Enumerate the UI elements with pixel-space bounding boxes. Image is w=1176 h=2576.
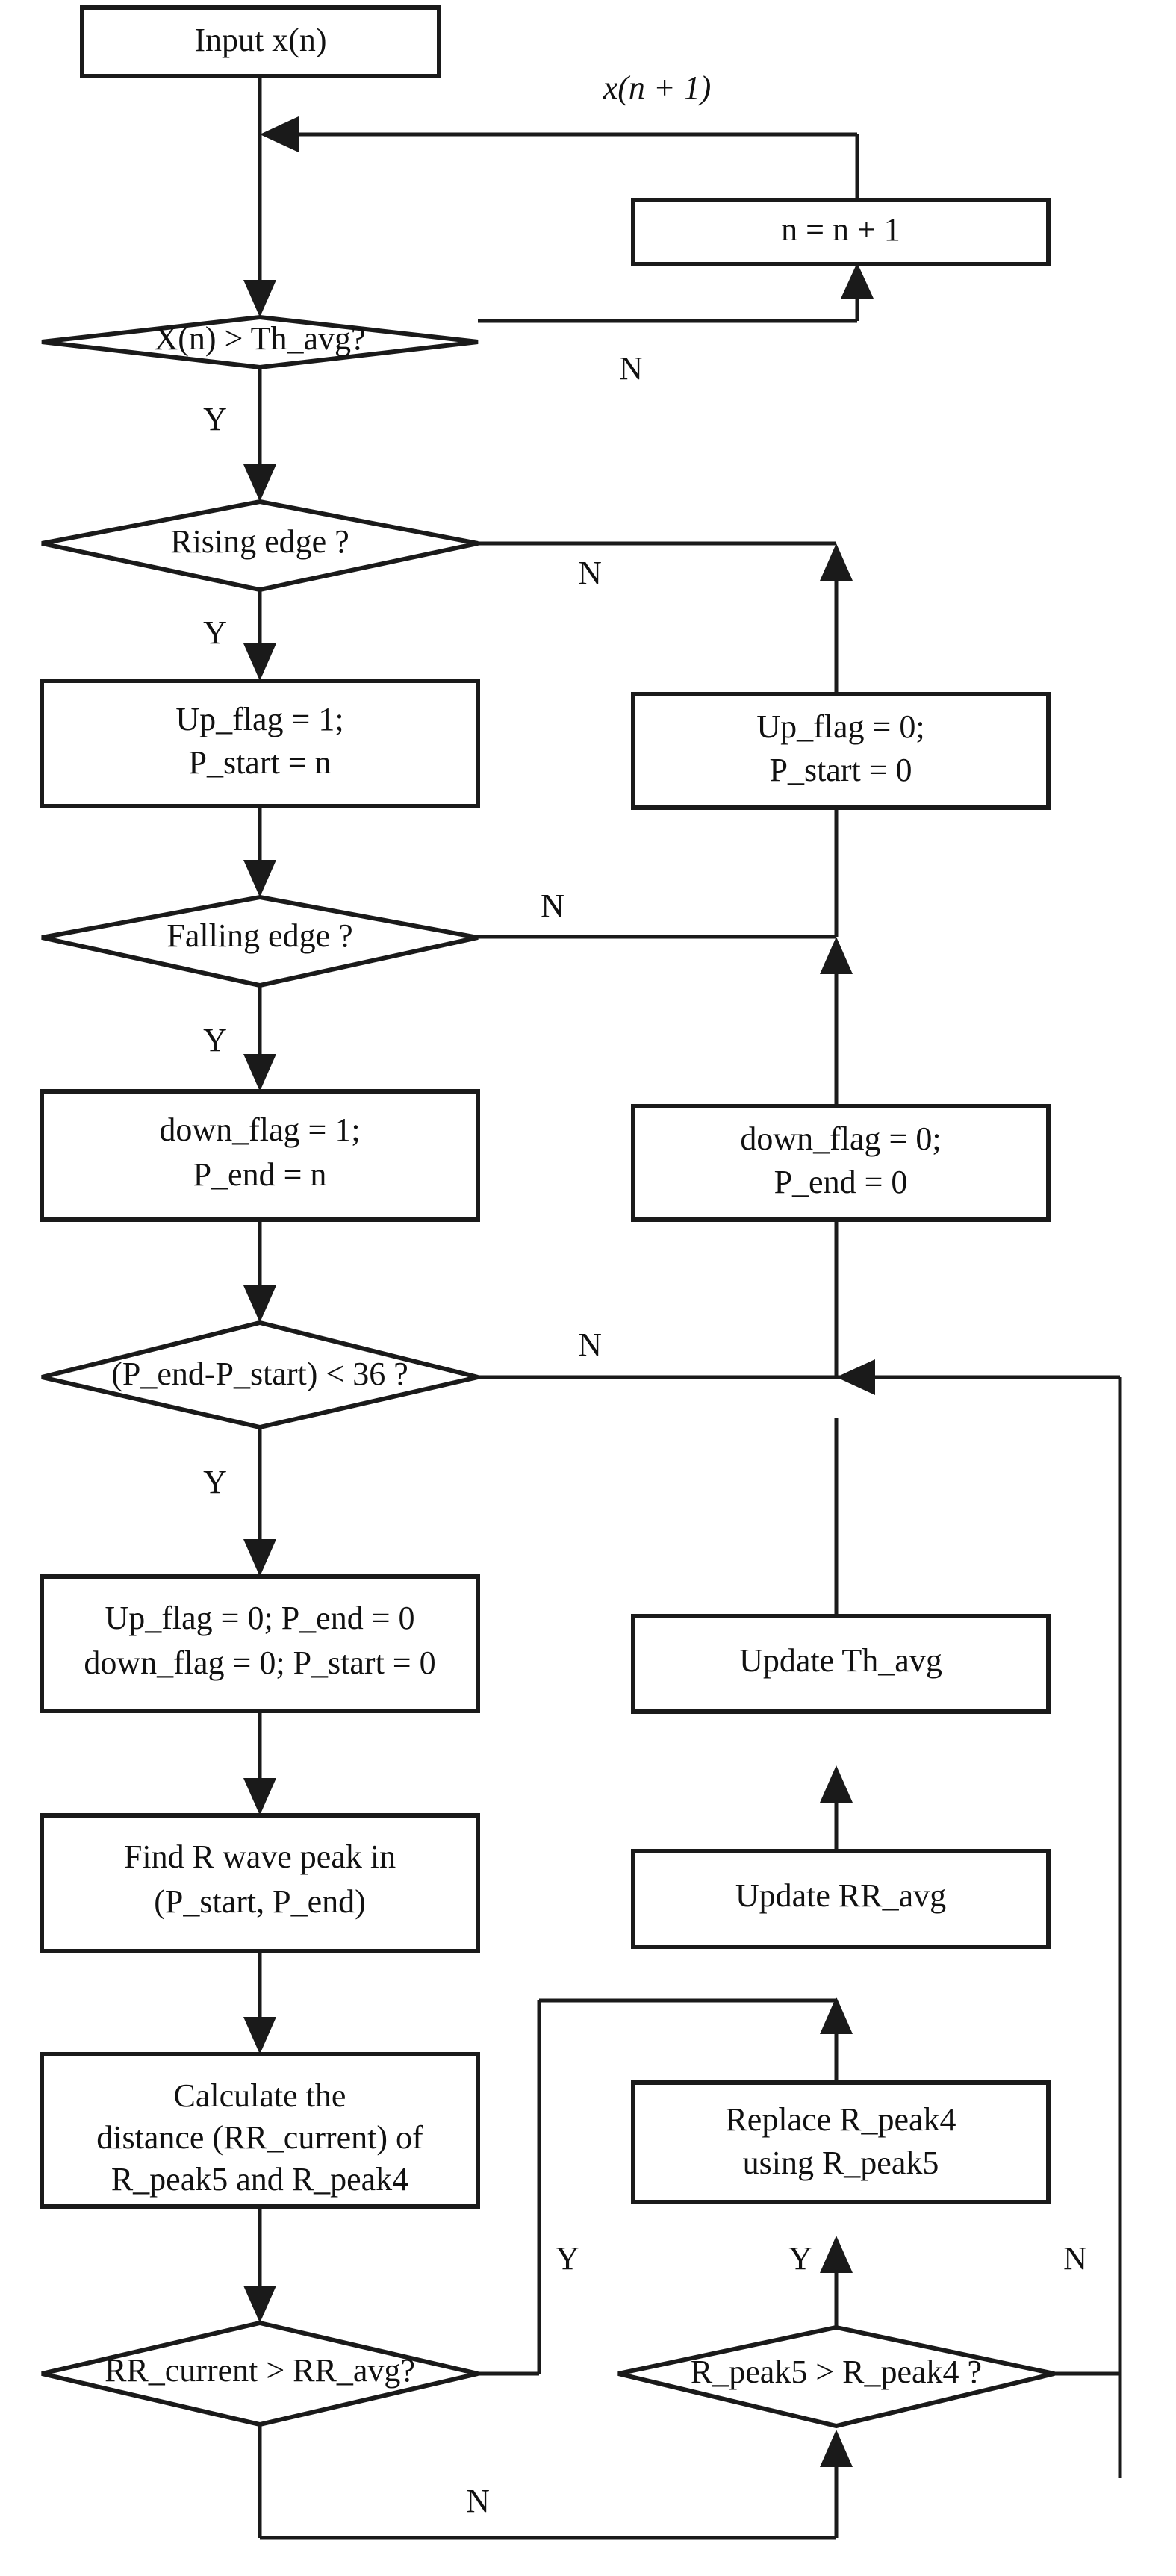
- label-rising-yes: Y: [203, 614, 227, 651]
- downflag-clear-line2: P_end = 0: [774, 1164, 908, 1200]
- node-decision-falling[interactable]: Falling edge ?: [41, 894, 479, 988]
- node-decision-peak[interactable]: R_peak5 > R_peak4 ?: [617, 2324, 1055, 2429]
- input-box[interactable]: [80, 5, 441, 78]
- arrowhead-width-to-reset: [243, 1539, 276, 1577]
- label-falling-yes: Y: [203, 1022, 227, 1058]
- label-width-no: N: [578, 1326, 602, 1363]
- downflag-clear-box[interactable]: [631, 1104, 1051, 1222]
- arrowhead-peak-bottom-merge: [820, 2430, 853, 2467]
- upflag-clear-line2: P_start = 0: [769, 752, 912, 788]
- node-update-th-avg[interactable]: Update Th_avg: [631, 1614, 1051, 1714]
- decision-peak-shape[interactable]: [617, 2324, 1055, 2429]
- downflag-set-line2: P_end = n: [193, 1156, 327, 1193]
- replace-peak-line2: using R_peak5: [743, 2145, 939, 2181]
- node-decision-rr[interactable]: RR_current > RR_avg?: [41, 2320, 479, 2427]
- calculate-line3: R_peak5 and R_peak4: [111, 2161, 408, 2198]
- decision-threshold-label: X(n) > Th_avg?: [154, 320, 365, 357]
- decision-rr-label: RR_current > RR_avg?: [105, 2352, 415, 2389]
- decision-falling-shape[interactable]: [41, 894, 479, 988]
- arrowhead-to-n-increment: [841, 263, 874, 299]
- arrowhead-downflag-clear-up: [820, 937, 853, 974]
- node-decision-rising[interactable]: Rising edge ?: [41, 499, 479, 593]
- n-increment-label: n = n + 1: [781, 211, 900, 248]
- update-th-avg-box[interactable]: [631, 1614, 1051, 1714]
- node-update-rr-avg[interactable]: Update RR_avg: [631, 1849, 1051, 1949]
- decision-rr-shape[interactable]: [41, 2320, 479, 2427]
- node-calculate-distance[interactable]: Calculate the distance (RR_current) of R…: [40, 2052, 480, 2209]
- arrowhead-findpeak-to-calc: [243, 2017, 276, 2054]
- find-peak-line2: (P_start, P_end): [154, 1883, 366, 1920]
- downflag-clear-line1: down_flag = 0;: [740, 1120, 941, 1157]
- label-rising-no: N: [578, 555, 602, 591]
- upflag-set-line1: Up_flag = 1;: [175, 701, 343, 737]
- node-decision-width[interactable]: (P_end-P_start) < 36 ?: [41, 1320, 479, 1430]
- node-upflag-set[interactable]: Up_flag = 1; P_start = n: [40, 679, 480, 808]
- replace-peak-line1: Replace R_peak4: [725, 2101, 956, 2138]
- update-th-avg-label: Update Th_avg: [739, 1642, 942, 1679]
- arrowhead-downflag-to-width: [243, 1285, 276, 1323]
- arrowhead-rising-to-upflag-set: [243, 643, 276, 681]
- downflag-set-line1: down_flag = 1;: [159, 1111, 360, 1148]
- decision-rising-shape[interactable]: [41, 499, 479, 593]
- label-width-yes: Y: [203, 1464, 227, 1500]
- replace-peak-box[interactable]: [631, 2080, 1051, 2204]
- arrowhead-feedback-to-spine: [260, 116, 299, 152]
- connectors: [243, 75, 1122, 2540]
- reset-flags-box[interactable]: [40, 1574, 480, 1713]
- label-falling-no: N: [541, 888, 564, 924]
- label-threshold-no: N: [619, 350, 643, 387]
- arrowhead-replace-to-update-rr: [820, 1997, 853, 2034]
- node-input[interactable]: Input x(n): [80, 5, 441, 78]
- upflag-clear-box[interactable]: [631, 692, 1051, 810]
- find-peak-line1: Find R wave peak in: [124, 1839, 396, 1875]
- calculate-line2: distance (RR_current) of: [96, 2119, 423, 2156]
- label-rr-yes: Y: [556, 2240, 579, 2277]
- decision-threshold-shape[interactable]: [41, 314, 479, 370]
- node-n-increment[interactable]: n = n + 1: [631, 198, 1051, 266]
- input-label: Input x(n): [194, 22, 326, 58]
- update-rr-avg-box[interactable]: [631, 1849, 1051, 1949]
- arrowhead-falling-to-downflag-set: [243, 1054, 276, 1091]
- arrowhead-updaterr-to-updateth: [820, 1765, 853, 1803]
- arrowhead-width-no-left: [836, 1359, 875, 1395]
- node-replace-peak[interactable]: Replace R_peak4 using R_peak5: [631, 2080, 1051, 2204]
- label-feedback-top: x(n + 1): [603, 69, 712, 106]
- arrowhead-peak-to-replace: [820, 2236, 853, 2273]
- decision-peak-label: R_peak5 > R_peak4 ?: [691, 2354, 982, 2390]
- label-threshold-yes: Y: [203, 401, 227, 437]
- upflag-set-box[interactable]: [40, 679, 480, 808]
- arrowhead-calc-to-rr: [243, 2286, 276, 2323]
- node-upflag-clear[interactable]: Up_flag = 0; P_start = 0: [631, 692, 1051, 810]
- update-rr-avg-label: Update RR_avg: [735, 1877, 946, 1914]
- find-peak-box[interactable]: [40, 1813, 480, 1953]
- label-rr-no: N: [466, 2483, 490, 2519]
- reset-flags-line1: Up_flag = 0; P_end = 0: [105, 1600, 414, 1636]
- decision-rising-label: Rising edge ?: [170, 523, 349, 560]
- calculate-line1: Calculate the: [174, 2077, 346, 2114]
- arrowhead-upflag-clear-up: [820, 543, 853, 581]
- node-decision-threshold[interactable]: X(n) > Th_avg?: [41, 314, 479, 370]
- edge-labels: x(n + 1) N Y N Y N Y N Y: [203, 69, 1087, 2519]
- decision-width-shape[interactable]: [41, 1320, 479, 1430]
- downflag-set-box[interactable]: [40, 1089, 480, 1222]
- label-peak-yes: Y: [788, 2240, 812, 2277]
- decision-falling-label: Falling edge ?: [167, 917, 352, 954]
- node-downflag-clear[interactable]: down_flag = 0; P_end = 0: [631, 1104, 1051, 1222]
- upflag-set-line2: P_start = n: [188, 744, 331, 781]
- upflag-clear-line1: Up_flag = 0;: [756, 708, 924, 745]
- node-find-peak[interactable]: Find R wave peak in (P_start, P_end): [40, 1813, 480, 1953]
- reset-flags-line2: down_flag = 0; P_start = 0: [84, 1644, 435, 1681]
- label-peak-no: N: [1063, 2240, 1087, 2277]
- arrowhead-upflag-to-falling: [243, 860, 276, 897]
- calculate-distance-box[interactable]: [40, 2052, 480, 2209]
- arrowhead-input-to-threshold: [243, 280, 276, 317]
- arrowhead-reset-to-findpeak: [243, 1778, 276, 1815]
- node-downflag-set[interactable]: down_flag = 1; P_end = n: [40, 1089, 480, 1222]
- node-reset-flags[interactable]: Up_flag = 0; P_end = 0 down_flag = 0; P_…: [40, 1574, 480, 1713]
- decision-width-label: (P_end-P_start) < 36 ?: [111, 1356, 408, 1392]
- n-increment-box[interactable]: [631, 198, 1051, 266]
- arrowhead-threshold-to-rising: [243, 464, 276, 502]
